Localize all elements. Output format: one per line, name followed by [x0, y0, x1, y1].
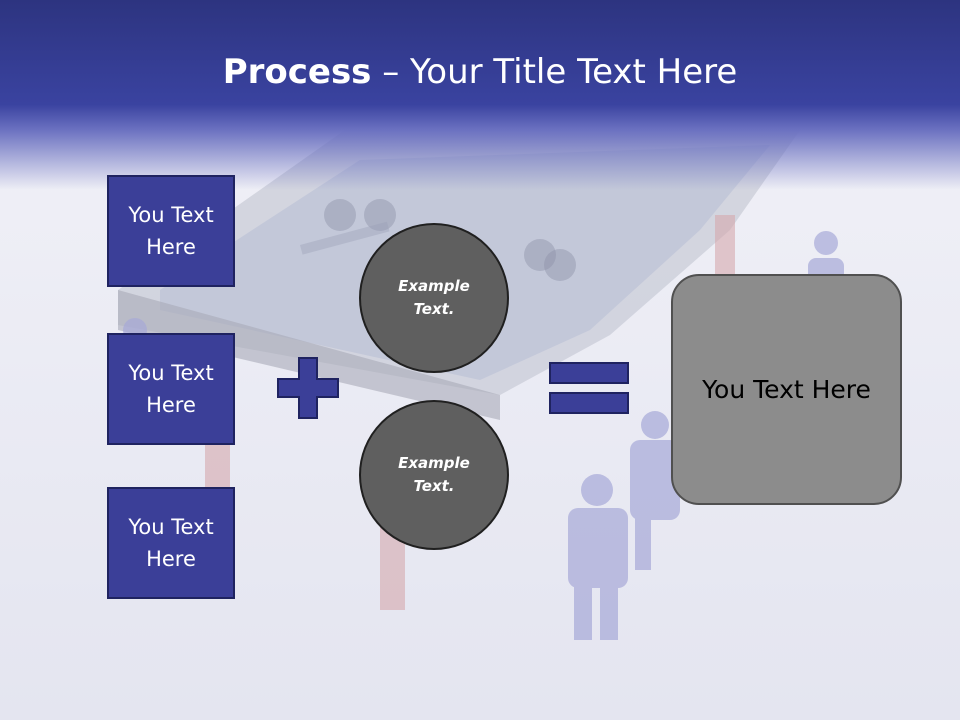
plus-icon — [277, 357, 339, 419]
text-box-2: You Text Here — [107, 333, 235, 445]
text-box-3: You Text Here — [107, 487, 235, 599]
equals-icon — [549, 362, 629, 414]
text-box-1: You Text Here — [107, 175, 235, 287]
example-circle-2: Example Text. — [359, 400, 509, 550]
slide-title: Process – Your Title Text Here — [0, 52, 960, 92]
title-rest: – Your Title Text Here — [371, 52, 738, 92]
title-bold: Process — [222, 52, 372, 92]
example-circle-1: Example Text. — [359, 223, 509, 373]
title-bar — [0, 0, 960, 190]
result-box: You Text Here — [671, 274, 902, 505]
